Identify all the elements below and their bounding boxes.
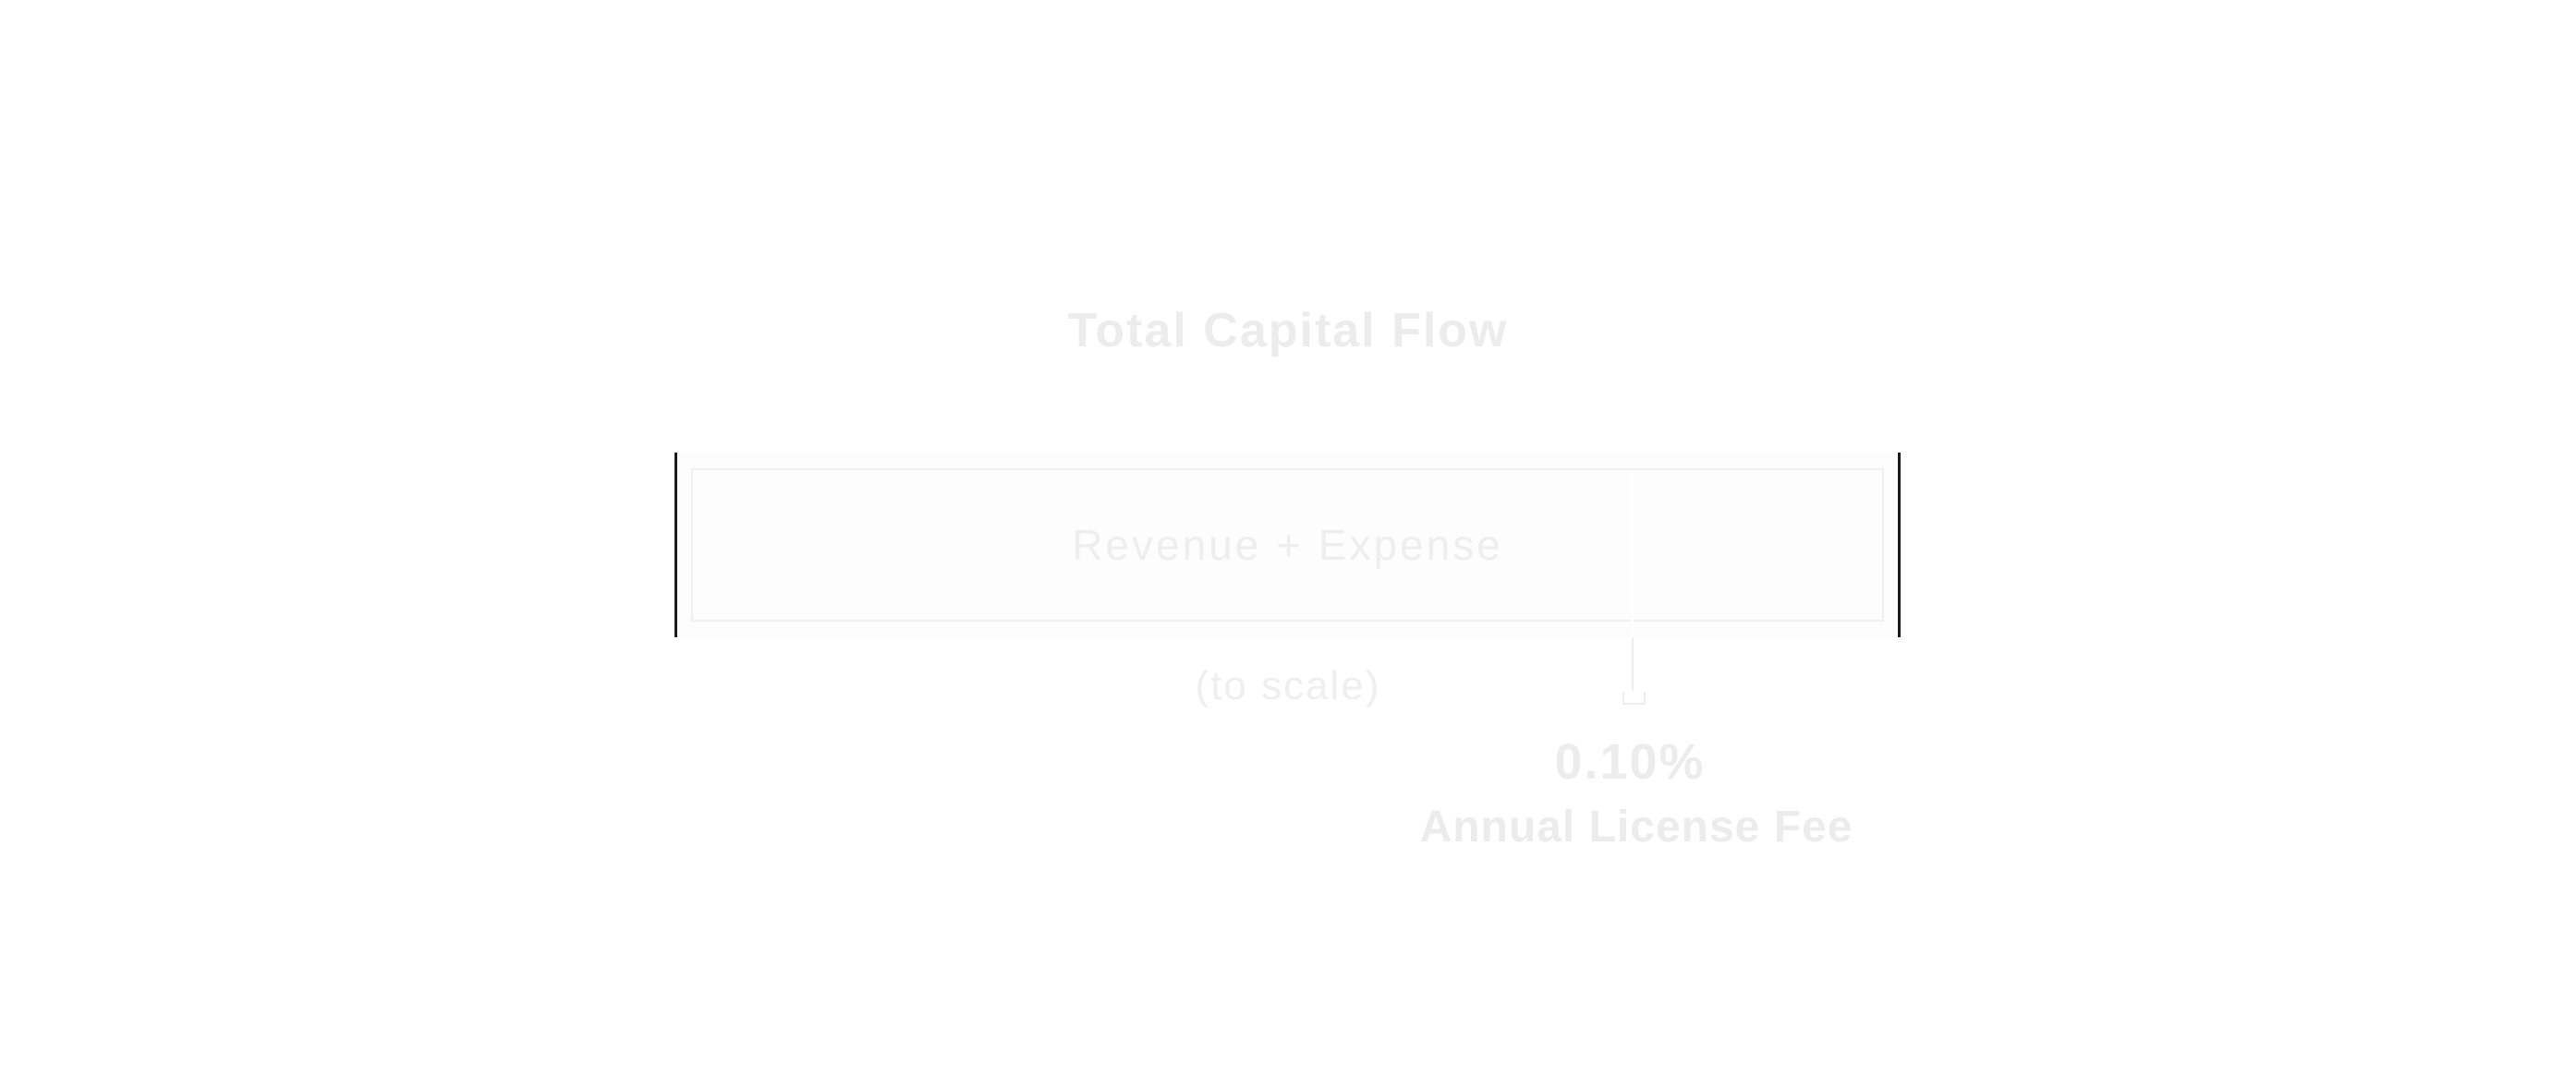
page-title: Total Capital Flow [1067,304,1509,357]
fee-sliver-marker [1631,470,1634,637]
bar-inner-box: Revenue + Expense [691,468,1884,622]
scale-note: (to scale) [1195,663,1381,708]
callout-bracket [1622,692,1646,705]
fee-percentage: 0.10% [1554,734,1706,790]
fee-label: Annual License Fee [1419,803,1853,852]
bar-label: Revenue + Expense [1072,521,1503,569]
callout-connector-line [1632,637,1634,691]
